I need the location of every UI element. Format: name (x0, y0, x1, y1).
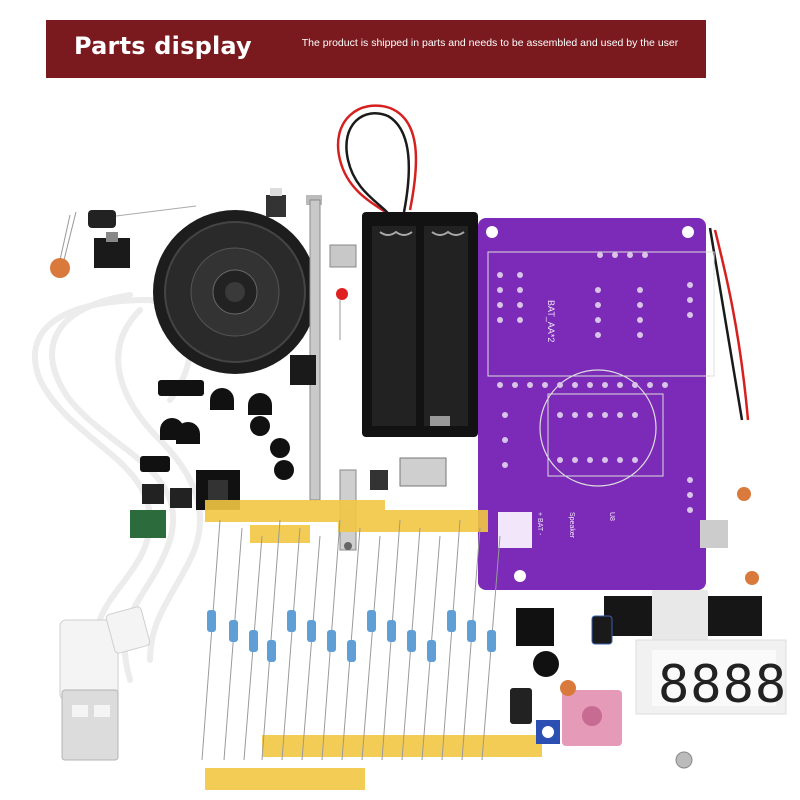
usb-plug (59, 606, 151, 761)
pcb-label-speaker: Speaker (568, 512, 575, 539)
resistor (207, 610, 216, 632)
battery-holder (362, 212, 478, 437)
banner-title: Parts display (74, 32, 252, 60)
resistor-lead (301, 535, 321, 761)
resistor (287, 610, 296, 632)
resistor (447, 610, 456, 632)
resistor (327, 630, 336, 652)
resistor (347, 640, 356, 662)
capacitor-bottom (510, 680, 576, 724)
resistor-tape-strips (205, 500, 542, 790)
resistor (407, 630, 416, 652)
electrolytic-capacitor (88, 205, 197, 228)
ic-chip-small (516, 608, 554, 646)
audio-jack (562, 690, 622, 746)
resistor (387, 620, 396, 642)
resistor-lead (281, 527, 301, 761)
banner-subtitle: The product is shipped in parts and need… (301, 37, 679, 49)
red-wire-right (713, 229, 750, 421)
buzzer (533, 651, 559, 677)
voltage-regulator (94, 232, 130, 268)
potentiometer (329, 244, 357, 268)
pcb-label-bat-small: + BAT - (536, 512, 543, 536)
ic-chip-large (604, 590, 762, 640)
electrolytic-capacitor-blue (591, 615, 613, 645)
speaker (153, 210, 317, 374)
resistor-array (201, 519, 501, 761)
resistor-lead (441, 519, 461, 761)
trim-potentiometer (536, 720, 560, 744)
resistor (487, 630, 496, 652)
pcb-board: BAT_AA*2 + BAT - Speaker U8 (478, 218, 728, 590)
ceramic-caps-right (737, 487, 759, 585)
black-wire-right (708, 227, 744, 421)
resistor (427, 640, 436, 662)
ceramic-capacitor (50, 211, 77, 278)
resistor (307, 620, 316, 642)
resistor (249, 630, 258, 652)
pcb-label-u8: U8 (608, 512, 615, 521)
resistor (267, 640, 276, 662)
resistor-lead (361, 535, 381, 761)
resistor (467, 620, 476, 642)
green-module (130, 510, 166, 538)
transistors (140, 355, 316, 480)
screw (675, 751, 693, 769)
red-led (336, 288, 348, 340)
small-switches (142, 457, 447, 508)
resistor-lead (201, 519, 221, 761)
battery-wires (336, 104, 418, 221)
header-banner: Parts display The product is shipped in … (46, 20, 706, 78)
resistor (229, 620, 238, 642)
resistor (367, 610, 376, 632)
resistor-lead (223, 527, 243, 761)
display-digits: 8888 (658, 655, 787, 715)
resistor-lead (461, 527, 481, 761)
tactile-switch (266, 188, 286, 217)
seven-segment-display: 8888 (635, 639, 787, 715)
pcb-label-bat: BAT_AA*2 (546, 300, 556, 342)
